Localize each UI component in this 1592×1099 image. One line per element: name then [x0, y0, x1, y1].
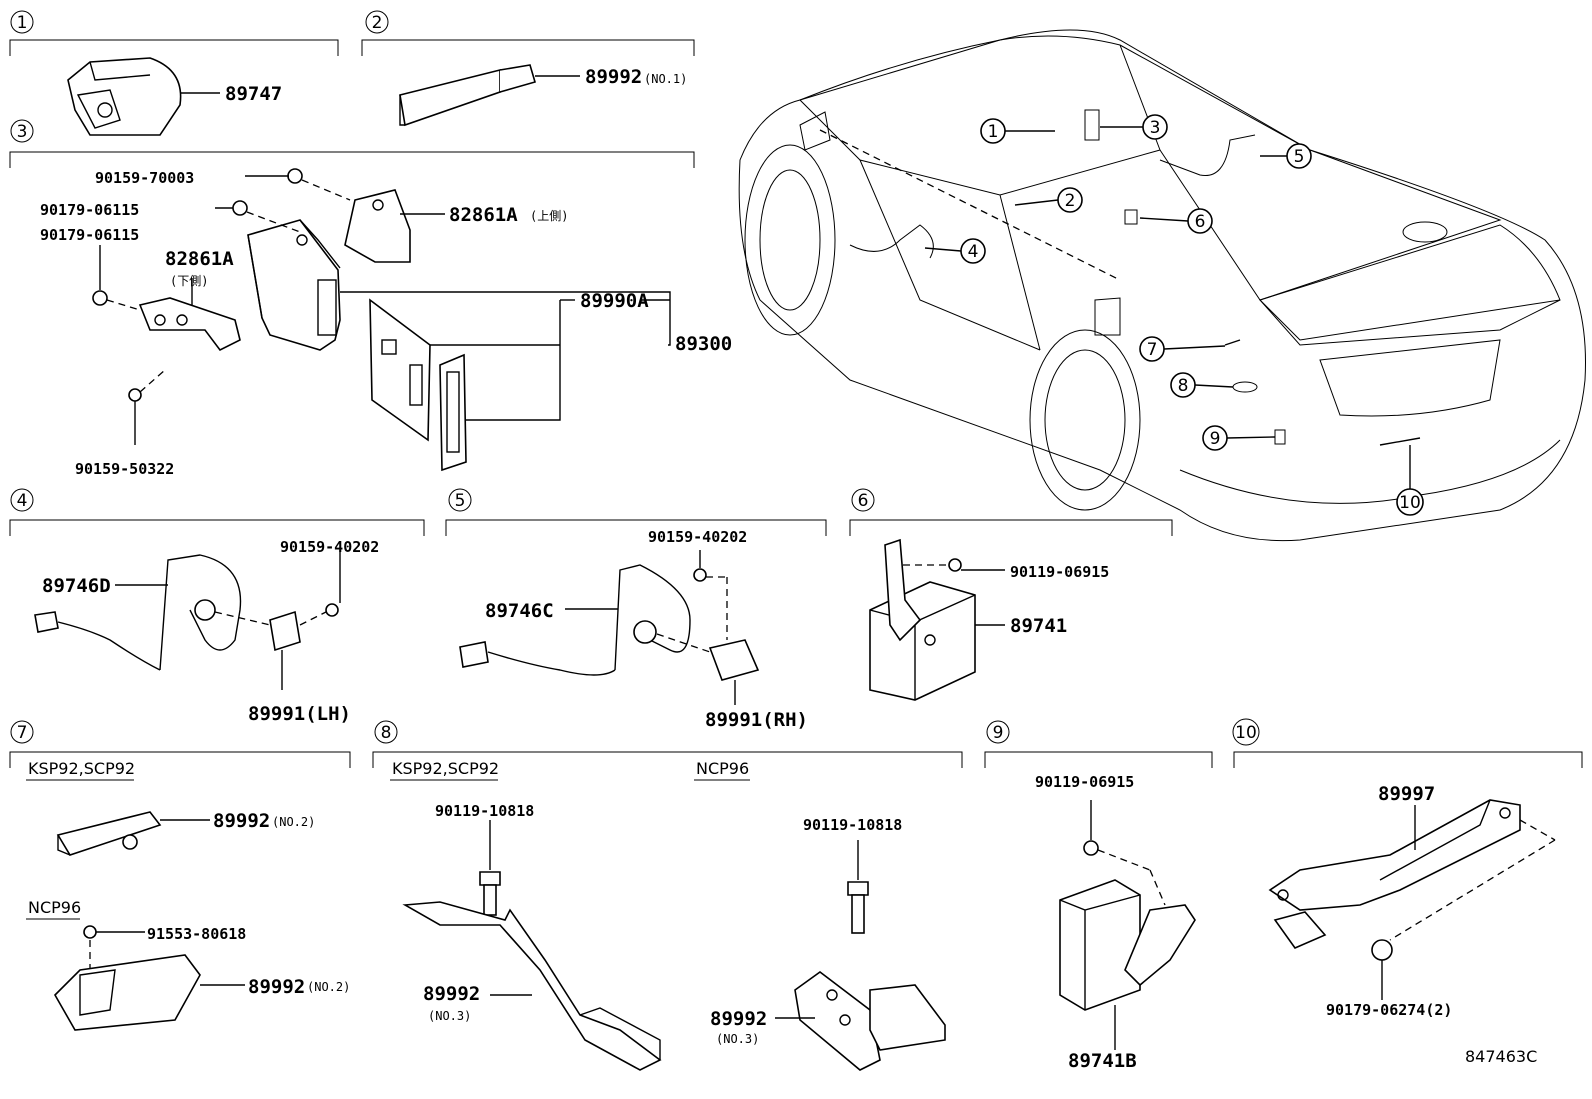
car-callout-7: 7 — [1139, 336, 1226, 362]
part-89997-bracket — [1268, 799, 1556, 1000]
category-label: KSP92,SCP92 — [392, 759, 499, 778]
svg-text:7: 7 — [1147, 340, 1158, 360]
bolt-icon — [128, 369, 166, 402]
svg-text:10: 10 — [1235, 723, 1257, 743]
svg-text:8: 8 — [1178, 376, 1189, 396]
nut-icon — [92, 290, 141, 311]
part-label: 89741B — [1068, 1050, 1137, 1072]
section-header-4: 4 — [9, 488, 425, 536]
svg-text:3: 3 — [1150, 118, 1161, 138]
part-label: 89746C — [485, 600, 554, 622]
section-header-8: 8 — [372, 720, 963, 768]
part-89747-clip — [67, 57, 220, 136]
part-label: 90179-06115 — [40, 226, 139, 244]
car-callout-6: 6 — [1139, 208, 1213, 234]
section-header-1: 1 — [9, 10, 339, 56]
part-89992-no2-cover — [54, 925, 245, 1031]
section-header-7: 7 — [9, 720, 351, 768]
svg-text:9: 9 — [1210, 429, 1221, 449]
part-label-sub: (上側) — [530, 209, 568, 223]
car-callout-1: 1 — [980, 118, 1055, 144]
bolt-icon — [287, 168, 351, 201]
part-label: 89991(LH) — [248, 703, 351, 725]
part-label: 89746D — [42, 575, 111, 597]
section-header-6: 6 — [849, 488, 1173, 536]
car-callout-3: 3 — [1100, 114, 1168, 140]
part-label: 89747 — [225, 83, 282, 105]
part-label: 90159-40202 — [280, 538, 379, 556]
part-89741-unit — [869, 538, 1005, 701]
part-label-sub: (NO.2) — [272, 815, 315, 829]
car-callout-4: 4 — [924, 238, 986, 264]
part-label: 89992 — [423, 983, 480, 1005]
section-header-9: 9 — [984, 720, 1213, 768]
part-label-sub: (NO.3) — [716, 1032, 759, 1046]
car-callout-9: 9 — [1202, 425, 1276, 451]
part-label-sub: (NO.1) — [644, 72, 687, 86]
section-header-2: 2 — [361, 10, 695, 56]
car-callout-5: 5 — [1260, 143, 1312, 169]
part-89746d-harness-lh — [34, 550, 341, 690]
section-header-5: 5 — [445, 488, 827, 536]
section-header-3: 3 — [9, 119, 695, 168]
svg-text:7: 7 — [17, 723, 28, 743]
part-label: 89991(RH) — [705, 709, 808, 731]
svg-text:2: 2 — [1065, 191, 1076, 211]
part-label: 82861A — [449, 204, 518, 226]
part-label: 82861A — [165, 248, 234, 270]
part-label: 90159-50322 — [75, 460, 174, 478]
svg-text:3: 3 — [17, 122, 28, 142]
part-label: 90159-40202 — [648, 528, 747, 546]
part-89746c-harness-rh — [459, 550, 760, 705]
section-number: 1 — [17, 13, 28, 33]
part-89992-no3-bracket-a — [402, 820, 662, 1071]
category-label: NCP96 — [696, 759, 749, 778]
svg-text:4: 4 — [968, 242, 979, 262]
svg-text:4: 4 — [17, 491, 28, 511]
part-label: 89992 — [710, 1008, 767, 1030]
part-89300-ecu-assembly — [92, 168, 671, 472]
svg-text:1: 1 — [988, 122, 999, 142]
part-89992-no3-bracket-b — [775, 840, 946, 1071]
part-label: 90179-06274(2) — [1326, 1001, 1452, 1019]
svg-text:6: 6 — [1195, 212, 1206, 232]
part-label: 90119-10818 — [435, 802, 534, 820]
part-label-sub: (下側) — [170, 274, 208, 288]
svg-text:2: 2 — [372, 13, 383, 33]
part-label: 89990A — [580, 290, 649, 312]
part-label: 89300 — [675, 333, 732, 355]
part-89992-no1-antenna — [399, 64, 580, 127]
car-callout-2: 2 — [1014, 187, 1083, 213]
section-header-10: 10 — [1232, 718, 1583, 768]
svg-text:9: 9 — [993, 723, 1004, 743]
figure-code: 847463C — [1465, 1047, 1537, 1066]
category-label: KSP92,SCP92 — [28, 759, 135, 778]
part-label: 89741 — [1010, 615, 1067, 637]
car-callout-8: 8 — [1170, 372, 1234, 398]
svg-text:6: 6 — [858, 491, 869, 511]
svg-text:10: 10 — [1399, 493, 1421, 513]
category-label: NCP96 — [28, 898, 81, 917]
part-label: 91553-80618 — [147, 925, 246, 943]
svg-text:5: 5 — [455, 491, 466, 511]
part-89992-no2-antenna — [56, 811, 210, 856]
car-callout-10: 10 — [1396, 445, 1424, 516]
vehicle-overview — [738, 29, 1586, 542]
part-89741b-unit — [1059, 800, 1196, 1050]
svg-text:5: 5 — [1294, 147, 1305, 167]
part-label-sub: (NO.2) — [307, 980, 350, 994]
part-label: 90119-06915 — [1035, 773, 1134, 791]
part-label-sub: (NO.3) — [428, 1009, 471, 1023]
part-label: 89992 — [585, 66, 642, 88]
part-label: 90119-10818 — [803, 816, 902, 834]
part-label: 90179-06115 — [40, 201, 139, 219]
part-label: 89997 — [1378, 783, 1435, 805]
svg-text:8: 8 — [381, 723, 392, 743]
part-label: 90119-06915 — [1010, 563, 1109, 581]
part-label: 89992 — [213, 810, 270, 832]
part-label: 89992 — [248, 976, 305, 998]
part-label: 90159-70003 — [95, 169, 194, 187]
